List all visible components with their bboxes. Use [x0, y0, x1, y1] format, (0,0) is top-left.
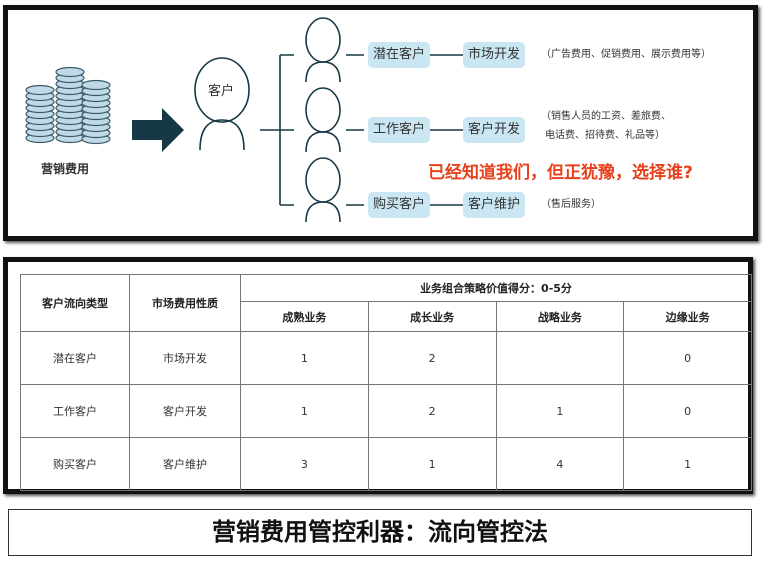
header-col: 成长业务	[367, 301, 497, 332]
cell: 客户开发	[129, 384, 241, 438]
header-nature: 市场费用性质	[129, 274, 241, 332]
row-note-0: （广告费用、促销费用、展示费用等）	[541, 49, 711, 60]
row-nature-2: 客户维护	[463, 192, 525, 218]
cell: 购买客户	[20, 437, 130, 491]
coins-icon	[25, 66, 111, 145]
header-col: 成熟业务	[240, 301, 369, 332]
diagram-graphics	[25, 17, 463, 223]
cell: 0	[623, 384, 752, 438]
person-icon-2	[305, 87, 341, 153]
cell: 潜在客户	[20, 331, 130, 385]
cell: 0	[623, 331, 752, 385]
row-note-1b: 电话费、招待费、礼品等）	[545, 130, 665, 141]
header-col: 战略业务	[495, 301, 625, 332]
row-nature-1: 客户开发	[463, 117, 525, 143]
cell: 3	[240, 437, 369, 491]
cell: 2	[367, 384, 497, 438]
person-icon-3	[305, 157, 341, 223]
row-type-0: 潜在客户	[368, 42, 430, 68]
customer-label: 客户	[208, 84, 235, 99]
row-type-1: 工作客户	[368, 117, 430, 143]
row-note-2: （售后服务）	[541, 199, 601, 210]
customer-avatar-icon	[194, 57, 250, 123]
arrow-icon	[132, 108, 184, 152]
score-table: 客户流向类型 市场费用性质 业务组合策略价值得分：0-5分 成熟业务 成长业务 …	[20, 274, 752, 491]
cell: 1	[240, 384, 369, 438]
flow-diagram-panel: 营销费用 客户 潜在客户 市场开发 （广告费用、促销费用、展示费用等） 工作客户…	[3, 5, 758, 241]
cell: 1	[367, 437, 497, 491]
cell: 客户维护	[129, 437, 241, 491]
row-type-2: 购买客户	[368, 192, 430, 218]
question-text: 已经知道我们，但正犹豫，选择谁?	[428, 163, 693, 183]
row-nature-0: 市场开发	[463, 42, 525, 68]
cell: 1	[495, 384, 625, 438]
cell: 4	[495, 437, 625, 491]
header-col: 边缘业务	[623, 301, 752, 332]
cell: 2	[367, 331, 497, 385]
page-title: 营销费用管控利器：流向管控法	[8, 509, 752, 556]
cell: 1	[240, 331, 369, 385]
cell: 工作客户	[20, 384, 130, 438]
header-group: 业务组合策略价值得分：0-5分	[240, 274, 752, 302]
cell: 市场开发	[129, 331, 241, 385]
cell: 1	[623, 437, 752, 491]
header-type: 客户流向类型	[20, 274, 130, 332]
marketing-cost-label: 营销费用	[41, 162, 90, 176]
cell	[495, 331, 625, 385]
score-table-panel: 客户流向类型 市场费用性质 业务组合策略价值得分：0-5分 成熟业务 成长业务 …	[3, 257, 753, 494]
row-note-1: （销售人员的工资、差旅费、	[541, 111, 671, 122]
person-icon-1	[305, 17, 341, 83]
